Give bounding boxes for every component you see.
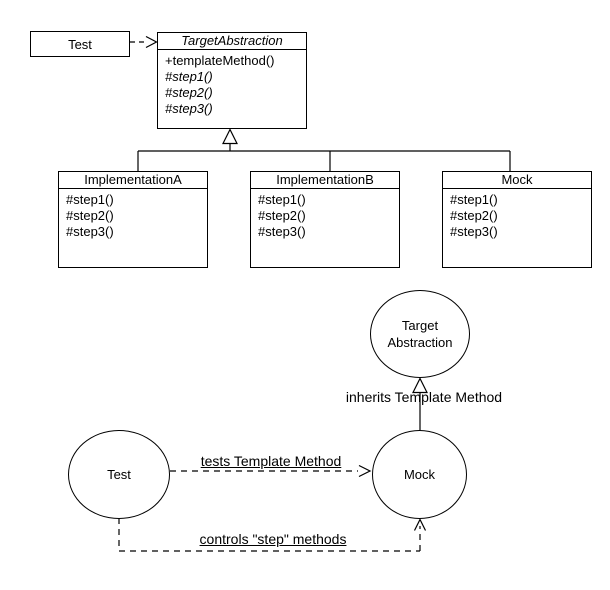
class-method: #step2(): [66, 208, 114, 223]
class-method: #step2(): [258, 208, 306, 223]
class-method: #step3(): [165, 101, 213, 116]
class-method: #step3(): [450, 224, 498, 239]
node-test: Test: [68, 430, 170, 519]
class-box-test: Test: [30, 31, 130, 57]
class-box-implementation-b: ImplementationB #step1() #step2() #step3…: [250, 171, 400, 268]
node-label-line: Test: [107, 467, 131, 482]
class-methods-target-abstraction: +templateMethod() #step1() #step2() #ste…: [158, 50, 306, 117]
node-label-line: Mock: [403, 467, 436, 482]
open-arrowhead-tests-icon: [358, 464, 372, 478]
class-method: #step2(): [165, 85, 213, 100]
class-method: +templateMethod(): [165, 53, 275, 68]
class-method: #step1(): [450, 192, 498, 207]
class-methods-implementation-a: #step1() #step2() #step3(): [59, 189, 207, 240]
class-box-target-abstraction: TargetAbstraction +templateMethod() #ste…: [157, 32, 307, 129]
inheritance-connector-lines: [137, 143, 511, 171]
class-methods-mock: #step1() #step2() #step3(): [443, 189, 591, 240]
class-method: #step1(): [165, 69, 213, 84]
class-method: #step3(): [66, 224, 114, 239]
edge-label-controls: controls "step" methods: [199, 531, 347, 547]
open-arrowhead-up-icon: [413, 518, 427, 531]
edge-label-inherits: inherits Template Method: [345, 389, 503, 405]
node-target-abstraction: Target Abstraction: [370, 290, 470, 378]
class-box-implementation-a: ImplementationA #step1() #step2() #step3…: [58, 171, 208, 268]
class-title-target-abstraction: TargetAbstraction: [158, 33, 306, 50]
node-mock: Mock: [372, 430, 467, 519]
class-method: #step3(): [258, 224, 306, 239]
class-title-implementation-b: ImplementationB: [251, 172, 399, 189]
class-title-mock: Mock: [443, 172, 591, 189]
class-method: #step1(): [258, 192, 306, 207]
class-methods-implementation-b: #step1() #step2() #step3(): [251, 189, 399, 240]
class-title-implementation-a: ImplementationA: [59, 172, 207, 189]
node-label-line: Abstraction: [387, 335, 453, 350]
inheritance-triangle-icon: [222, 128, 238, 145]
node-label-line: Target: [401, 318, 439, 333]
class-title-test: Test: [68, 36, 92, 52]
class-method: #step2(): [450, 208, 498, 223]
controls-dashed-line: [118, 518, 421, 552]
open-arrowhead-right-icon: [145, 35, 158, 49]
class-box-mock: Mock #step1() #step2() #step3(): [442, 171, 592, 268]
class-method: #step1(): [66, 192, 114, 207]
edge-label-tests: tests Template Method: [200, 453, 342, 469]
